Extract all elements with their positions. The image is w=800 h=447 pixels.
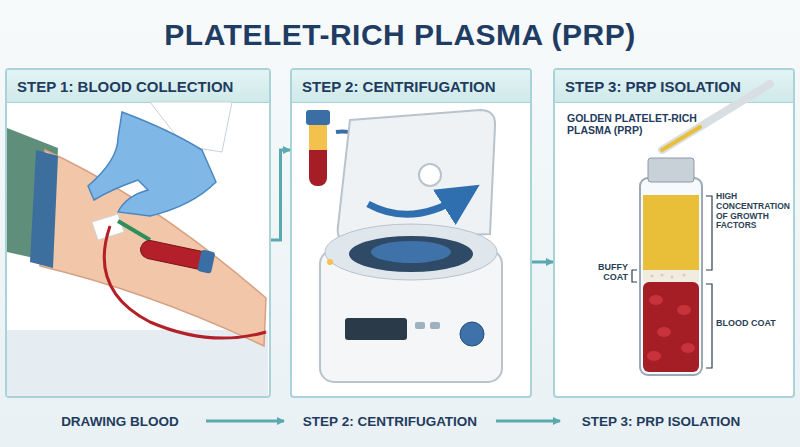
panel-heading: STEP 1: BLOOD COLLECTION [7, 70, 269, 103]
step-text: DRAWING BLOOD [61, 414, 179, 429]
flow-arrow [532, 261, 553, 264]
flow-arrow [206, 420, 284, 423]
step-panel: STEP 1: BLOOD COLLECTION [5, 68, 271, 398]
panel-heading: STEP 3: PRP ISOLATION [555, 70, 793, 103]
annotation-label: BLOOD COAT [716, 318, 786, 328]
annotation-label: HIGH CONCENTRATION OF GROWTH FACTORS [716, 192, 790, 231]
step-panel: STEP 2: CENTRIFUGATION [290, 68, 532, 398]
step-text: STEP 2: CENTRIFUGATION [303, 414, 477, 429]
diagram-title: PLATELET-RICH PLASMA (PRP) [0, 18, 800, 52]
panel-heading: STEP 2: CENTRIFUGATION [292, 70, 530, 103]
step-caption: STEP 2: CENTRIFUGATION [290, 406, 490, 436]
step-caption: DRAWING BLOOD [40, 406, 200, 436]
flow-arrow [496, 420, 560, 423]
flow-arrow [271, 150, 290, 240]
step-text: STEP 3: PRP ISOLATION [582, 414, 740, 429]
panel-subheading: GOLDEN PLATELET-RICH PLASMA (PRP) [567, 112, 717, 136]
step-caption: STEP 3: PRP ISOLATION [566, 406, 756, 436]
step-panel: STEP 3: PRP ISOLATION GOLDEN PLATELET-RIC… [553, 68, 795, 398]
annotation-label: BUFFY COAT [572, 262, 628, 283]
